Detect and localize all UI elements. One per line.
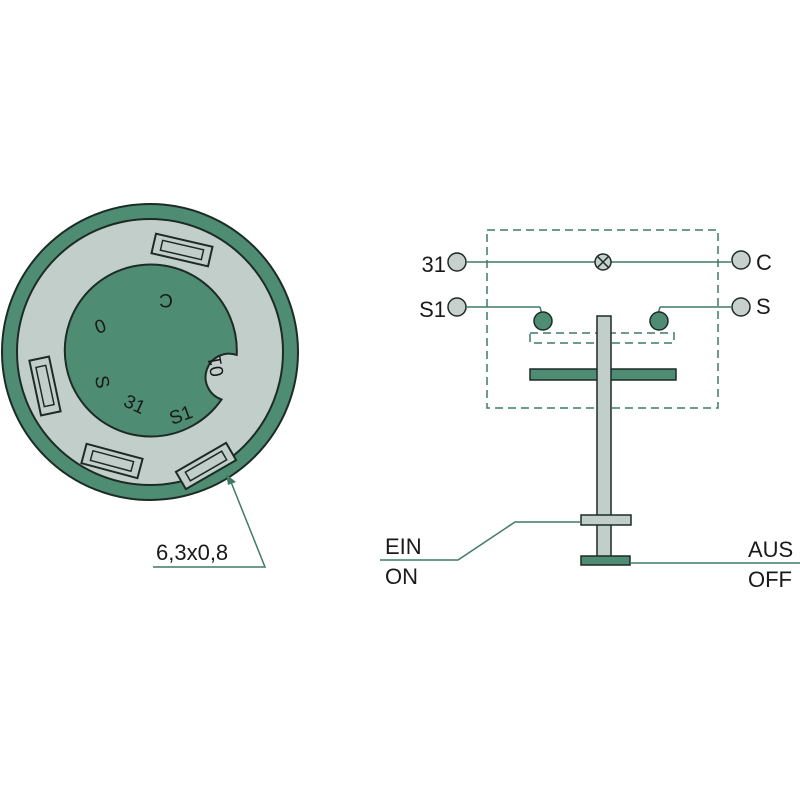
terminal-s [731, 297, 751, 317]
tab-size-label: 6,3x0,8 [156, 540, 228, 565]
on-label-de: EIN [385, 534, 422, 559]
on-label-en: ON [385, 564, 418, 589]
blade-tab [80, 442, 144, 480]
terminal-s1-label: S1 [419, 297, 446, 322]
blade-tab [150, 232, 214, 268]
face-label-c: C [159, 289, 173, 310]
terminal-s1 [447, 297, 467, 317]
face-label-s: S [90, 374, 113, 390]
contact-right [649, 311, 669, 331]
tab-size-callout: 6,3x0,8 [153, 474, 267, 568]
terminal-s-label: S [756, 294, 771, 319]
wiring-schematic: 31 S1 C S EIN ON AUS OFF [380, 229, 800, 592]
terminal-disc [63, 263, 238, 438]
off-label-en: OFF [748, 567, 792, 592]
switch-face: C 0 S 31 S1 01 6,3x0,8 [1, 203, 299, 568]
terminal-c [731, 250, 751, 270]
terminal-31 [447, 252, 467, 272]
off-position-base [580, 555, 631, 566]
terminal-c-label: C [756, 250, 772, 275]
blade-tab [174, 441, 238, 491]
lamp-icon [594, 253, 612, 271]
contact-left [533, 311, 553, 331]
terminal-31-label: 31 [422, 252, 446, 277]
on-position-collar [580, 514, 632, 526]
off-label-de: AUS [748, 537, 793, 562]
face-label-01: 01 [204, 354, 228, 378]
blade-tab [28, 355, 62, 417]
